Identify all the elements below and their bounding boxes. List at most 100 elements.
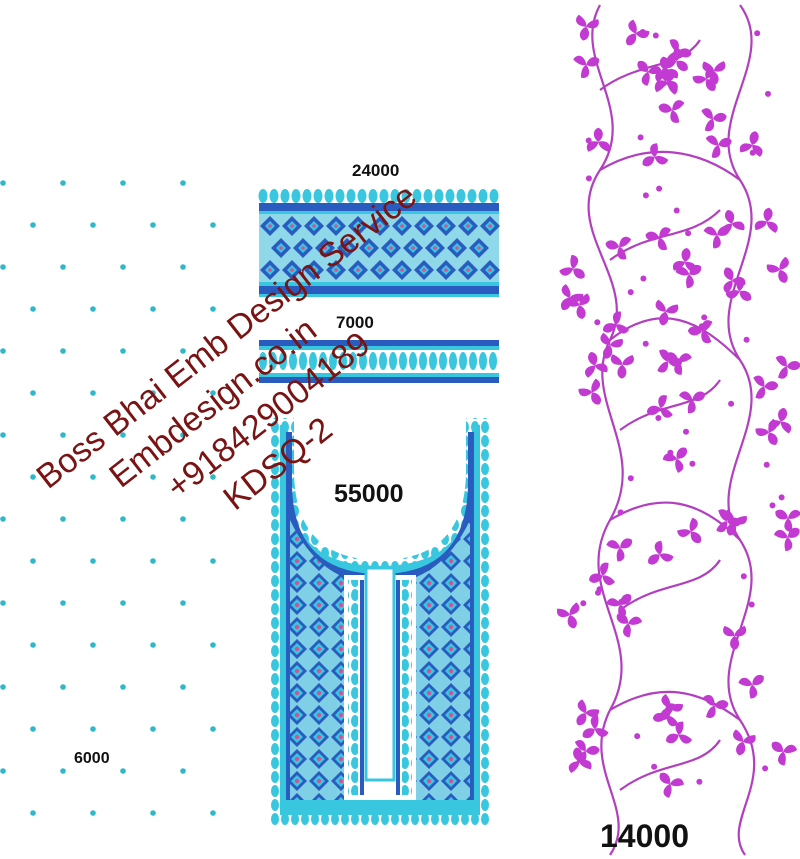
leaf-cluster [605, 236, 632, 260]
dot [120, 768, 126, 774]
dot [0, 180, 6, 186]
dot [150, 222, 156, 228]
leaf-cluster [655, 299, 679, 326]
dot [210, 222, 216, 228]
leaf-cluster [655, 56, 679, 82]
leaf-cluster [560, 284, 584, 311]
leaf-cluster [648, 540, 674, 565]
dot [180, 768, 186, 774]
leaf-cluster [585, 351, 608, 378]
leaf-cluster [566, 293, 590, 319]
leaf-cluster [559, 254, 585, 279]
leaf-cluster [705, 135, 732, 158]
dot [150, 726, 156, 732]
dot [180, 348, 186, 354]
leaf-cluster [603, 311, 630, 334]
dot [0, 768, 6, 774]
dot [180, 180, 186, 186]
leaf-cluster [773, 527, 800, 552]
dot [210, 642, 216, 648]
dot [0, 516, 6, 522]
leaf-cluster [606, 538, 633, 562]
dot [210, 306, 216, 312]
dot [90, 642, 96, 648]
leaf-cluster [576, 14, 599, 41]
leaf-cluster [646, 395, 673, 418]
leaf-cluster [666, 721, 693, 744]
dot [180, 684, 186, 690]
leaf-cluster [645, 227, 671, 251]
dot [30, 810, 36, 816]
thin-border-stitch-count: 7000 [336, 313, 374, 332]
leaf-cluster [754, 207, 778, 233]
leaf-cluster [723, 625, 747, 650]
dot [150, 390, 156, 396]
dot [180, 432, 186, 438]
dot [210, 558, 216, 564]
leaf-cluster [652, 703, 679, 727]
dot [180, 516, 186, 522]
leaf-cluster [677, 517, 702, 544]
leaf-cluster [642, 143, 669, 167]
dot [120, 264, 126, 270]
dot [30, 390, 36, 396]
dot [60, 432, 66, 438]
leaf-cluster [556, 602, 580, 629]
dot [60, 180, 66, 186]
dot [0, 264, 6, 270]
dot [90, 222, 96, 228]
leaf-cluster [610, 354, 634, 379]
leaf-cluster [775, 509, 800, 532]
dot [30, 642, 36, 648]
leaf-cluster [721, 209, 745, 236]
dot [210, 390, 216, 396]
dot [120, 348, 126, 354]
leaf-cluster [739, 131, 763, 157]
dot [90, 474, 96, 480]
leaf-cluster [600, 332, 623, 359]
dot [60, 264, 66, 270]
dot [0, 684, 6, 690]
leaf-cluster [733, 729, 756, 756]
dot [60, 348, 66, 354]
leaf-cluster [701, 108, 727, 132]
leaf-cluster [738, 674, 764, 699]
dot [150, 642, 156, 648]
dot [210, 810, 216, 816]
dot [90, 810, 96, 816]
leaf-cluster [716, 509, 742, 533]
dot [0, 600, 6, 606]
dot [90, 390, 96, 396]
leaf-cluster [703, 695, 729, 718]
dot [120, 684, 126, 690]
leaf-cluster [625, 19, 650, 46]
dot [210, 474, 216, 480]
leaf-cluster [662, 447, 688, 473]
leaf-cluster [659, 772, 684, 798]
leaf-cluster [574, 740, 600, 763]
dot [120, 180, 126, 186]
leaf-cluster [658, 100, 685, 123]
leaf-cluster [582, 715, 609, 739]
dot [180, 264, 186, 270]
dot [180, 600, 186, 606]
vine-stitch-count: 14000 [600, 818, 689, 854]
dot [150, 558, 156, 564]
leaf-cluster [687, 320, 713, 344]
leaf-cluster [573, 55, 600, 78]
dot [30, 474, 36, 480]
leaf-cluster [692, 65, 716, 91]
neck-stitch-count: 55000 [334, 480, 404, 508]
top-border-stitch-count: 24000 [352, 161, 400, 180]
dot [60, 768, 66, 774]
dot [0, 432, 6, 438]
leaf-cluster [771, 741, 798, 766]
leaf-cluster [578, 378, 602, 405]
dot [210, 726, 216, 732]
dot [90, 726, 96, 732]
dot [60, 600, 66, 606]
